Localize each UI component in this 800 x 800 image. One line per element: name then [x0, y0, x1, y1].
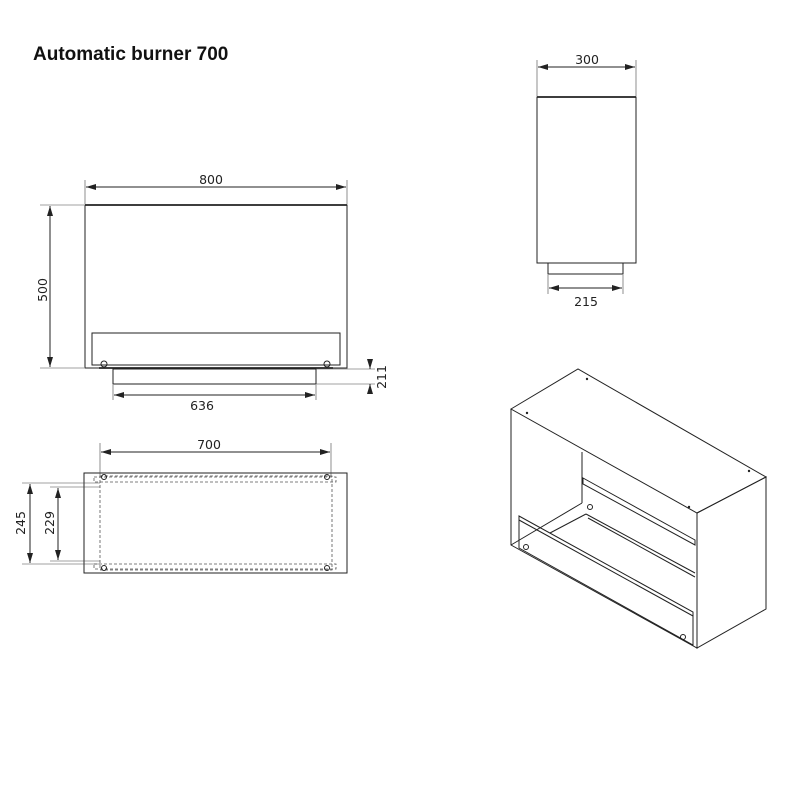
dim-depth-229: 229: [42, 511, 57, 535]
dim-base-depth-215: 215: [574, 294, 598, 309]
dim-depth-300: 300: [575, 52, 599, 67]
front-view: 800 500 636 211: [35, 172, 389, 413]
iso-right-side: [696, 476, 767, 649]
dim-base-width-636: 636: [190, 398, 214, 413]
iso-front-opening: [510, 409, 698, 649]
knob-left: [100, 360, 108, 368]
iso-front-panel: [518, 515, 694, 646]
front-body: [84, 204, 348, 369]
dim-depth-245: 245: [13, 511, 28, 535]
side-view: 300 215: [536, 52, 637, 309]
top-view: 700 245 229: [13, 437, 348, 574]
isometric-view: [510, 368, 768, 649]
front-base: [112, 368, 317, 385]
dim-width-700: 700: [197, 437, 221, 452]
knob-right: [323, 360, 331, 368]
front-burner-panel: [91, 332, 341, 366]
side-base: [547, 262, 624, 275]
dim-width-800: 800: [199, 172, 223, 187]
side-body: [536, 96, 637, 264]
iso-top: [510, 368, 768, 514]
dim-base-height-211: 211: [374, 365, 389, 389]
iso-back-burner: [582, 477, 696, 546]
top-body: [83, 472, 348, 574]
dim-height-500: 500: [35, 278, 50, 302]
drawing-title: Automatic burner 700: [33, 44, 229, 65]
